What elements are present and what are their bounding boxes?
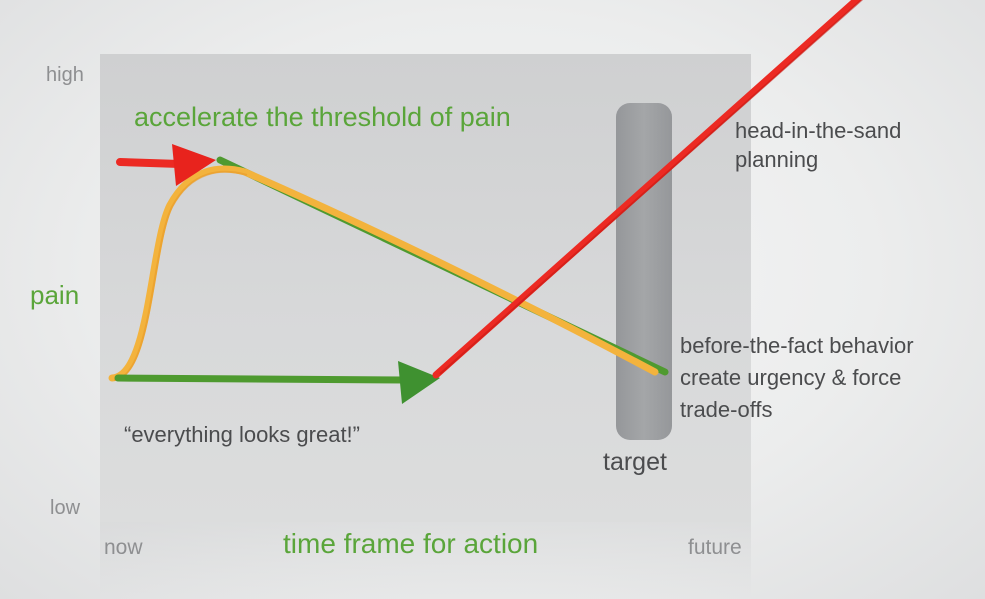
target-bar [616, 103, 672, 440]
y-axis-title: pain [30, 280, 80, 310]
x-axis-title: time frame for action [283, 528, 539, 559]
head-in-sand-line [432, 0, 862, 379]
panel-reflection [100, 522, 751, 599]
target-label: target [603, 448, 667, 476]
head-in-sand-label-line1: head-in-the-sand [735, 118, 902, 143]
accelerate-label: accelerate the threshold of pain [134, 102, 511, 132]
before-fact-label-line1: before-the-fact behavior [680, 333, 914, 358]
before-fact-label-line3: trade-offs [680, 397, 773, 422]
accelerate-arrow-line [116, 158, 184, 168]
accelerate-arrowhead [172, 144, 216, 186]
x-axis-start-label: now [104, 536, 143, 559]
y-axis-low-label: low [50, 497, 81, 519]
accelerated-pain-curve [108, 165, 659, 382]
head-in-sand-label-line2: planning [735, 147, 819, 172]
status-quo-arrowhead [398, 361, 440, 404]
x-axis-end-label: future [688, 536, 742, 559]
status-quo-arrow-line [114, 374, 409, 384]
everything-looks-great-label: “everything looks great!” [124, 422, 360, 447]
before-fact-label-line2: create urgency & force [680, 365, 902, 390]
y-axis-high-label: high [46, 64, 84, 86]
